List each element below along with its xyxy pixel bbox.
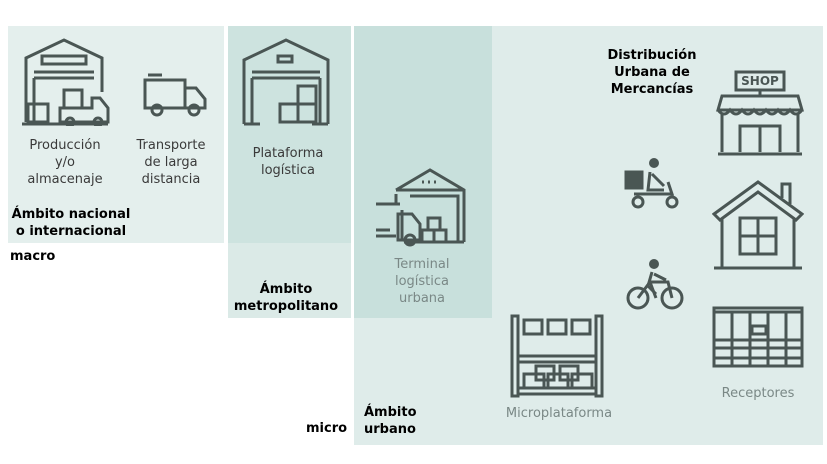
panel-terminal: [354, 26, 492, 318]
parcel-lockers-icon: [712, 306, 804, 368]
label-microplataforma: Microplataforma: [505, 406, 613, 421]
scope-metropolitano: Ámbito metropolitano: [233, 282, 339, 314]
scope-dum: Distribución Urbana de Mercancías: [607, 48, 697, 97]
scope-urbano: Ámbito urbano: [364, 405, 417, 437]
delivery-scooter-icon: [624, 158, 679, 209]
shelving-boxes-icon: [510, 314, 604, 398]
label-transporte: Transporte de larga distancia: [136, 138, 206, 187]
label-terminal: Terminal logística urbana: [394, 257, 450, 306]
warehouse-boxes-icon: [242, 38, 330, 126]
house-icon: [712, 180, 804, 270]
shop-sign-text: SHOP: [741, 74, 779, 88]
panel-macro: [8, 26, 224, 243]
label-produccion: Producción y/o almacenaje: [27, 138, 103, 187]
shop-icon: [716, 70, 804, 156]
label-receptores: Receptores: [721, 386, 795, 401]
bicycle-icon: [626, 259, 684, 310]
warehouse-truck-icon: [22, 38, 110, 126]
scale-micro: micro: [306, 421, 348, 436]
scope-nacional: Ámbito nacional o internacional: [11, 207, 131, 239]
truck-icon: [143, 73, 207, 117]
urban-terminal-icon: [376, 168, 466, 247]
scale-macro: macro: [10, 249, 56, 264]
label-plataforma: Plataforma logística: [252, 146, 324, 178]
